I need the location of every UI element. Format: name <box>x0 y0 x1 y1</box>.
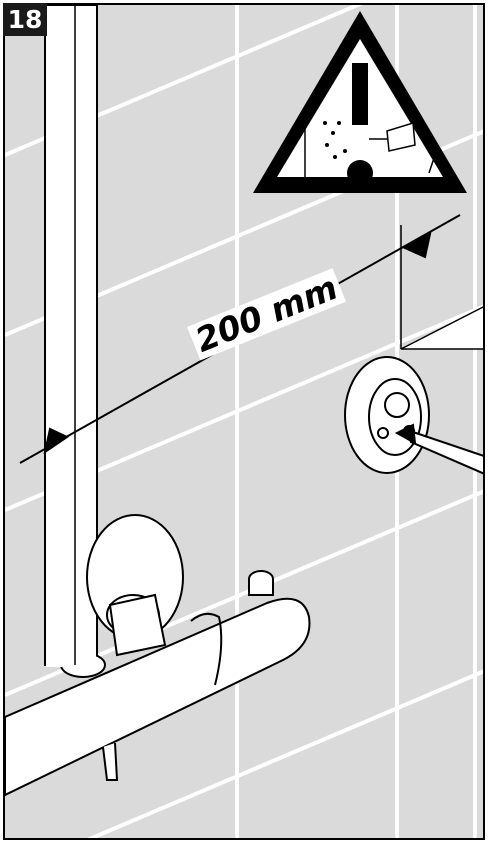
wall-bracket <box>86 514 184 657</box>
wall-fitting <box>344 356 430 474</box>
screwdriver <box>394 423 483 475</box>
illustration-frame: 200 mm <box>3 3 485 840</box>
drilling-hazard-warning-icon <box>253 11 467 193</box>
drill-icon <box>369 122 436 174</box>
dimension-arrow-left <box>43 427 70 455</box>
shower-rail <box>44 5 98 666</box>
water-splash-icon <box>323 121 347 159</box>
step-number-badge: 18 <box>3 3 47 36</box>
installation-illustration <box>5 5 483 838</box>
dimension-arrow-right <box>402 232 432 259</box>
leader-line <box>400 306 483 350</box>
rail-front-segment <box>46 625 96 667</box>
exclamation-bar <box>352 63 368 125</box>
exclamation-dot <box>347 160 373 186</box>
